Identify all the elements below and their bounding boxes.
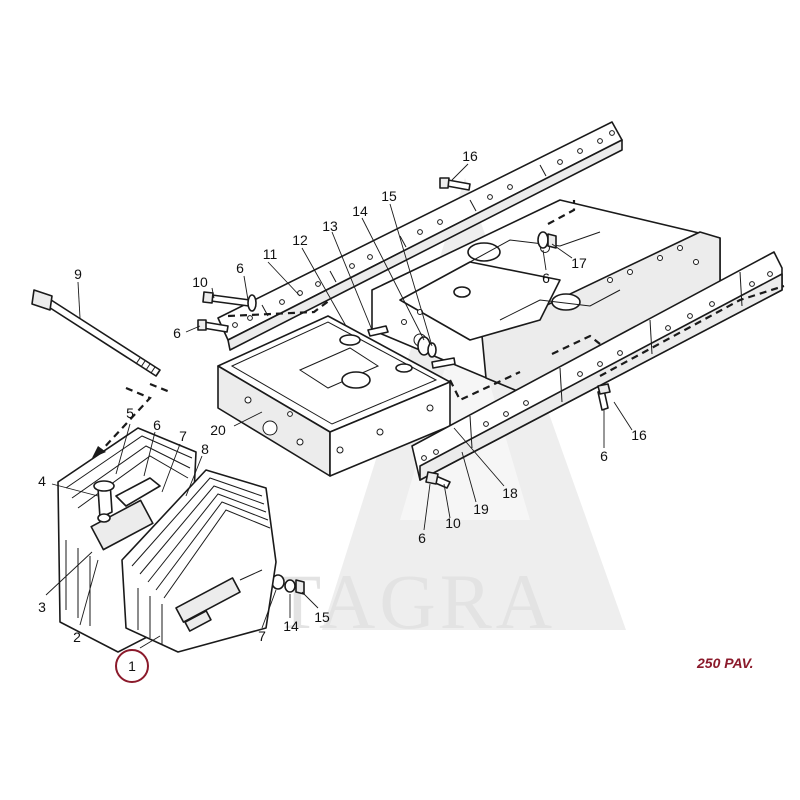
callout-c14a: 14 <box>352 203 368 219</box>
callout-c6b: 6 <box>236 260 244 276</box>
callout-c6f: 6 <box>418 530 426 546</box>
callout-c15a: 15 <box>381 188 397 204</box>
callout-c6a: 6 <box>153 417 161 433</box>
callout-c16a: 16 <box>462 148 478 164</box>
callout-c6d: 6 <box>542 270 550 286</box>
callout-labels: 1 2 3 4 5 6 7 8 9 10 6 6 11 12 13 14 15 … <box>38 148 647 674</box>
callout-c10b: 10 <box>445 515 461 531</box>
callout-c3: 3 <box>38 599 46 615</box>
callout-c20: 20 <box>210 422 226 438</box>
long-tie-bolt <box>31 289 161 377</box>
leader-lines <box>45 163 633 649</box>
callout-c10a: 10 <box>192 274 208 290</box>
callout-c4: 4 <box>38 473 46 489</box>
callout-c17: 17 <box>571 255 587 271</box>
callout-c13: 13 <box>322 218 338 234</box>
highlight-ring <box>115 649 149 683</box>
callout-c18: 18 <box>502 485 518 501</box>
callout-c11: 11 <box>263 246 278 262</box>
callout-c6e: 6 <box>600 448 608 464</box>
callout-c9: 9 <box>74 266 82 282</box>
front-weight-bracket <box>217 315 451 477</box>
callout-c7b: 7 <box>258 628 266 644</box>
page-reference: 250 PAV. <box>697 655 754 671</box>
assembly-guides <box>92 200 785 458</box>
callout-c16b: 16 <box>631 427 647 443</box>
watermark: ETAGRA <box>222 178 626 645</box>
left-side-rail <box>217 121 623 351</box>
callout-c15b: 15 <box>314 609 330 625</box>
callout-c7a: 7 <box>179 428 187 444</box>
callout-c1: 1 <box>128 658 136 674</box>
right-side-rail <box>411 251 783 481</box>
callout-c8: 8 <box>201 441 209 457</box>
watermark-text: ETAGRA <box>222 558 556 645</box>
callout-c2: 2 <box>73 629 81 645</box>
callout-c12: 12 <box>292 232 308 248</box>
front-weight-stack <box>57 427 277 653</box>
callout-c6c: 6 <box>173 325 181 341</box>
callout-c5: 5 <box>126 405 134 421</box>
callout-c19: 19 <box>473 501 489 517</box>
main-frame <box>371 199 721 393</box>
callout-c14b: 14 <box>283 618 299 634</box>
